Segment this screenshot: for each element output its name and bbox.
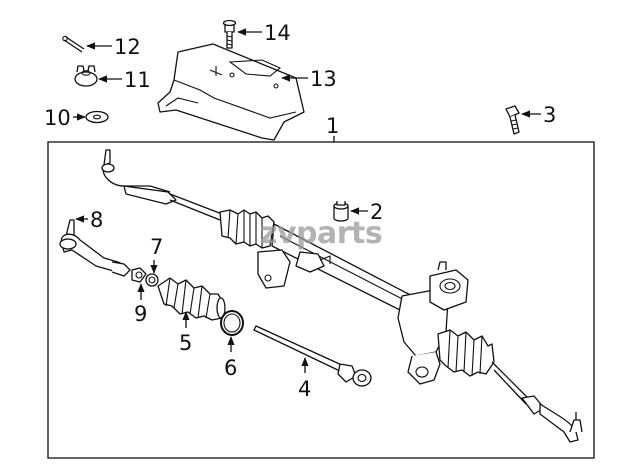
boot-clamp-small xyxy=(145,273,159,287)
callout-5: 5 xyxy=(179,331,192,355)
callout-12: 12 xyxy=(114,35,141,59)
callout-8: 8 xyxy=(90,208,103,232)
castle-nut xyxy=(74,65,98,87)
rack-bushing xyxy=(333,201,349,222)
callout-10: 10 xyxy=(44,106,71,130)
assembly-frame xyxy=(47,141,595,459)
outer-tie-rod-end xyxy=(59,219,131,277)
callout-13: 13 xyxy=(310,67,337,91)
steering-rack-assembly xyxy=(101,149,583,443)
callout-6: 6 xyxy=(224,356,237,380)
callout-4: 4 xyxy=(298,377,311,401)
boot-clamp-large xyxy=(220,310,244,336)
callout-7: 7 xyxy=(150,235,163,259)
callout-1: 1 xyxy=(326,114,339,138)
inner-tie-rod xyxy=(253,325,372,387)
washer xyxy=(85,110,109,124)
callout-14: 14 xyxy=(264,21,291,45)
heat-shield-bolt xyxy=(222,19,237,49)
heat-shield xyxy=(157,43,305,141)
jam-nut xyxy=(131,267,147,283)
callout-2: 2 xyxy=(370,200,383,224)
rack-boot xyxy=(157,277,226,321)
callout-11: 11 xyxy=(124,68,151,92)
rack-mounting-bolt xyxy=(505,105,520,135)
callout-labels: 1 2 3 4 5 6 7 8 9 10 11 12 13 14 xyxy=(44,21,556,401)
callout-9: 9 xyxy=(134,302,147,326)
callout-3: 3 xyxy=(543,103,556,127)
cotter-pin xyxy=(62,35,85,53)
watermark-text: zvparts xyxy=(260,216,382,251)
leader-arrows xyxy=(73,28,541,373)
